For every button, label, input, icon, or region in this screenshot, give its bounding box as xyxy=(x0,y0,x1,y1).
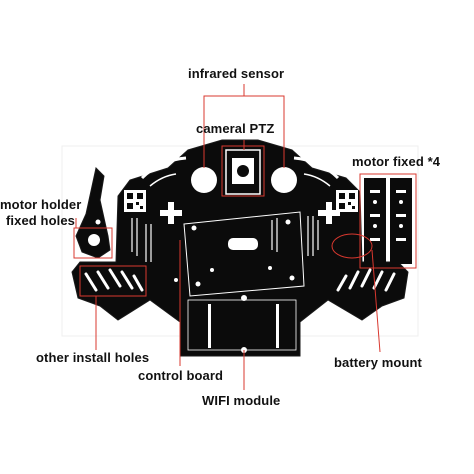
motor-fixed-plate-1 xyxy=(364,178,386,264)
qr-code-right xyxy=(336,190,358,212)
silkscreen-text-lines xyxy=(131,216,319,262)
label-infrared-sensor: infrared sensor xyxy=(188,66,285,81)
control-board-center-slot xyxy=(228,238,258,250)
wifi-module-area xyxy=(187,299,297,351)
label-camera-ptz: cameral PTZ xyxy=(196,121,275,136)
label-motor-fixed: motor fixed *4 xyxy=(352,154,441,169)
ellipse-battery-mount xyxy=(331,233,373,259)
box-motor-holder xyxy=(73,227,113,259)
left-wing-slots xyxy=(84,268,144,292)
label-wifi-module: WIFI module xyxy=(202,393,281,408)
wifi-module-slot-left xyxy=(208,304,211,348)
infrared-sensor-hole-left xyxy=(191,167,217,193)
label-other-install-holes: other install holes xyxy=(36,350,150,365)
left-arc-slot xyxy=(140,156,187,180)
label-motor-holder-line2: fixed holes xyxy=(6,213,76,228)
camera-ptz-mount xyxy=(225,149,261,195)
callout-lines xyxy=(73,84,417,390)
motor-holder-bracket xyxy=(75,166,111,259)
motor-holder-hole-small xyxy=(95,219,101,225)
motor-fixed-plates xyxy=(364,178,412,264)
right-wing-slots xyxy=(336,268,396,292)
label-battery-mount: battery mount xyxy=(334,355,422,370)
leader-battery-mount xyxy=(371,249,381,353)
infrared-sensor-hole-right xyxy=(271,167,297,193)
box-other-install-holes xyxy=(79,265,147,297)
control-board-outline xyxy=(183,211,305,297)
right-arc-slot xyxy=(293,156,340,180)
left-arc-slot-inner xyxy=(149,173,177,187)
label-motor-holder-line1: motor holder xyxy=(0,197,82,212)
plus-mount-left xyxy=(160,202,182,224)
box-camera-ptz xyxy=(221,145,265,197)
plus-mount-right xyxy=(318,202,340,224)
box-motor-fixed xyxy=(359,173,417,269)
motor-fixed-plate-2 xyxy=(390,178,412,264)
chassis-board xyxy=(71,139,409,357)
wifi-module-slot-right xyxy=(276,304,279,348)
label-control-board: control board xyxy=(138,368,224,383)
right-arc-slot-inner xyxy=(303,173,331,187)
camera-ptz-center xyxy=(237,165,249,177)
qr-code-left xyxy=(124,190,146,212)
motor-holder-hole-large xyxy=(88,234,100,246)
